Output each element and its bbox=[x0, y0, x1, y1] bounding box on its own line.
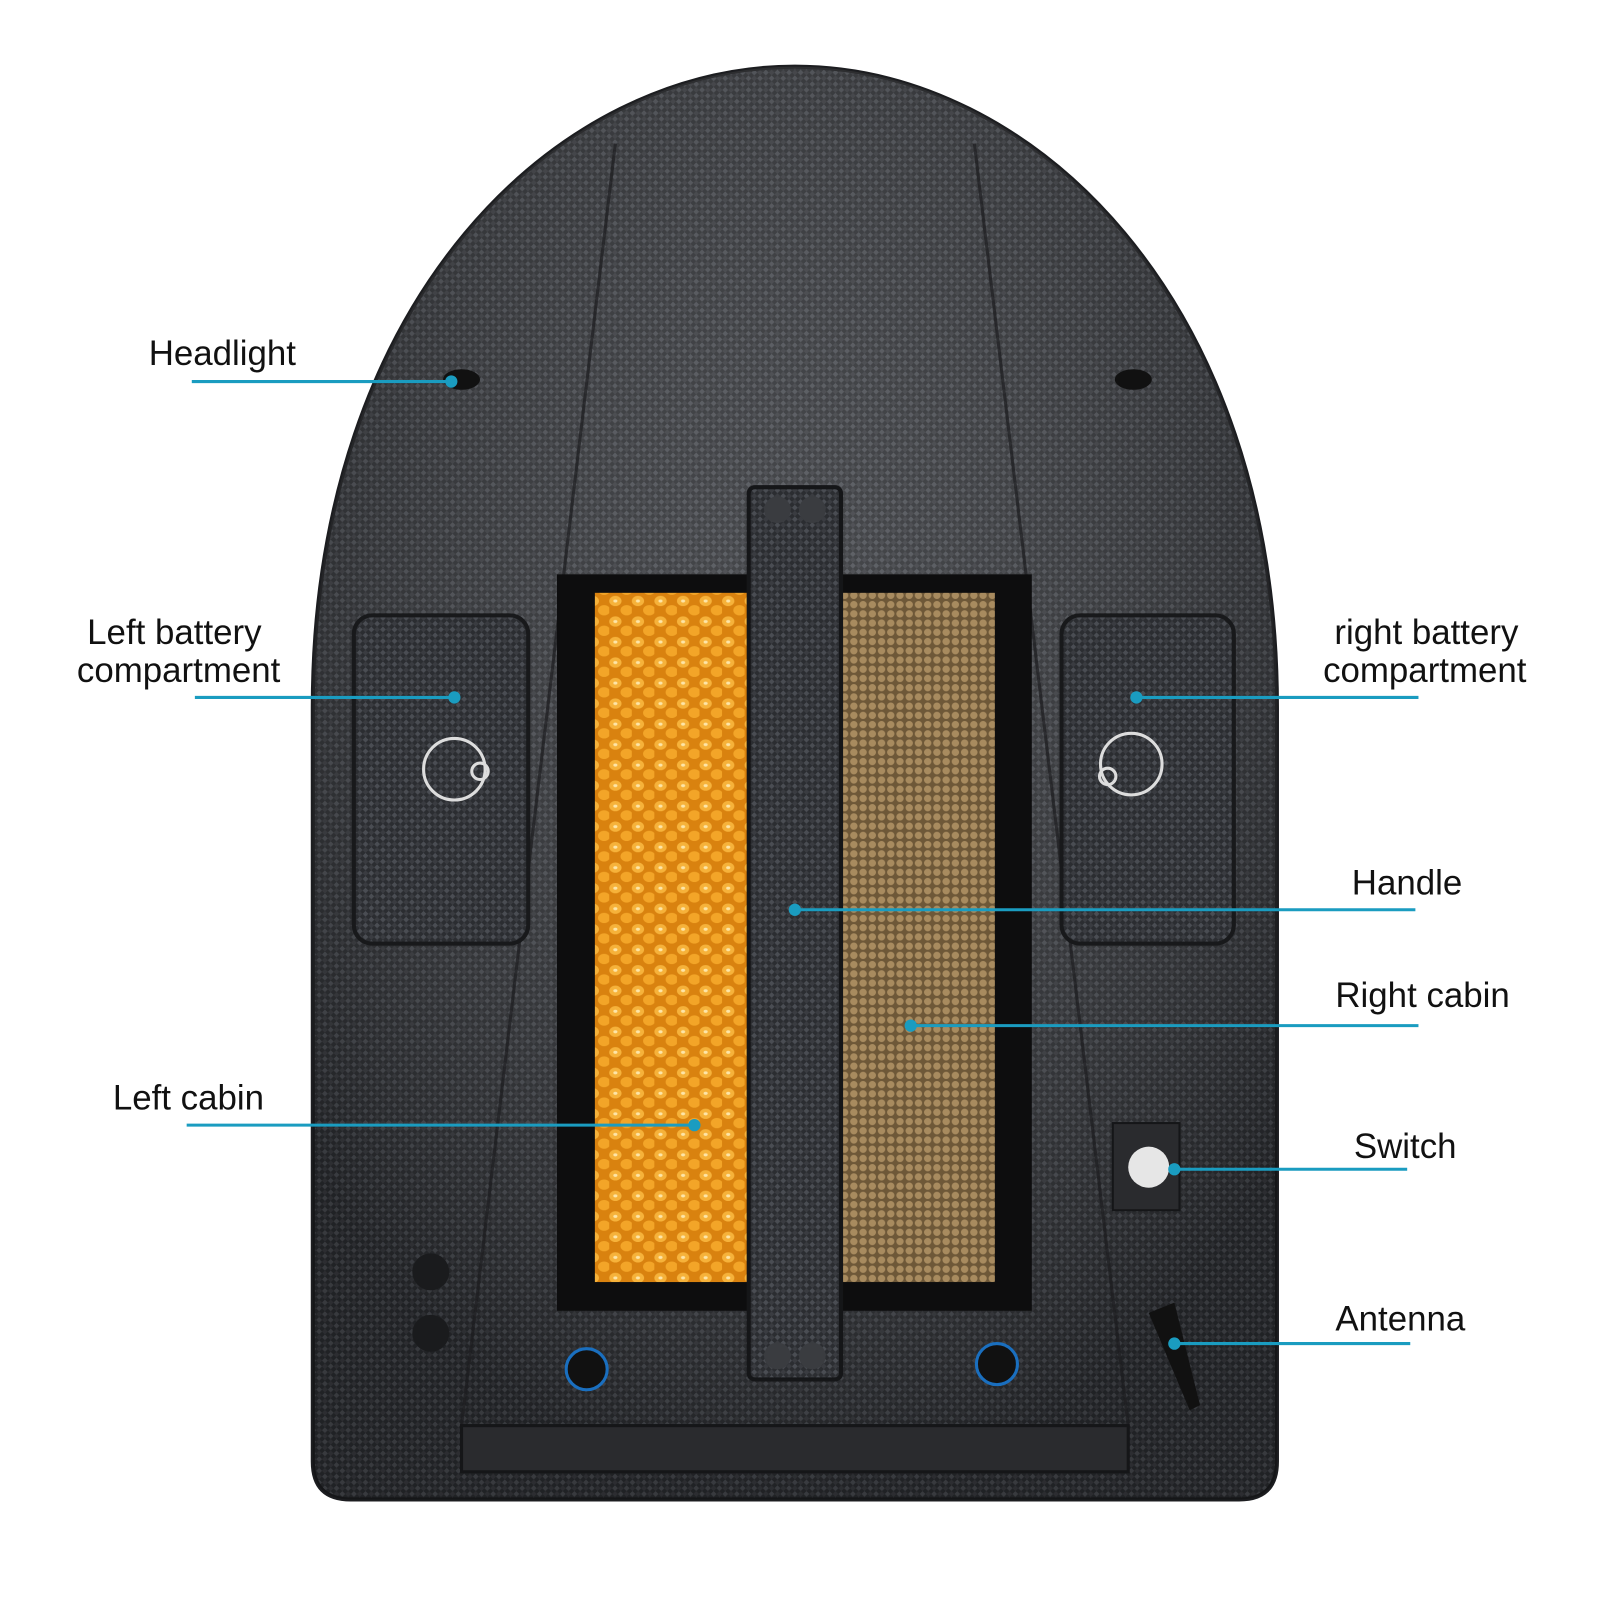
callout-headlight: Headlight bbox=[149, 334, 458, 388]
left-cabin-corn bbox=[594, 592, 759, 1283]
callout-right-cabin: Right cabin bbox=[904, 976, 1510, 1032]
label-left-cabin: Left cabin bbox=[113, 1079, 264, 1118]
callout-left-cabin: Left cabin bbox=[113, 1079, 701, 1132]
handle bbox=[746, 485, 844, 1382]
antenna bbox=[1148, 1302, 1200, 1411]
label-left-battery-2: compartment bbox=[77, 651, 281, 690]
callout-right-battery: right battery compartment bbox=[1130, 613, 1527, 704]
label-switch: Switch bbox=[1354, 1127, 1457, 1166]
label-right-battery-1: right battery bbox=[1334, 613, 1519, 652]
label-antenna: Antenna bbox=[1335, 1299, 1465, 1338]
headlight-right bbox=[1114, 369, 1152, 390]
label-right-battery-2: compartment bbox=[1323, 651, 1527, 690]
right-battery-lid bbox=[1059, 613, 1236, 946]
callout-handle: Handle bbox=[788, 863, 1462, 916]
callout-switch: Switch bbox=[1168, 1127, 1457, 1176]
left-battery-lid bbox=[351, 613, 531, 946]
label-handle: Handle bbox=[1352, 863, 1462, 902]
label-headlight: Headlight bbox=[149, 334, 297, 373]
callout-left-battery: Left battery compartment bbox=[77, 613, 461, 704]
label-right-cabin: Right cabin bbox=[1335, 976, 1509, 1015]
switch-button bbox=[1111, 1122, 1181, 1212]
connectors bbox=[412, 1253, 1019, 1392]
right-cabin-pellets bbox=[825, 592, 995, 1283]
callout-antenna: Antenna bbox=[1168, 1299, 1466, 1350]
label-left-battery-1: Left battery bbox=[87, 613, 262, 652]
